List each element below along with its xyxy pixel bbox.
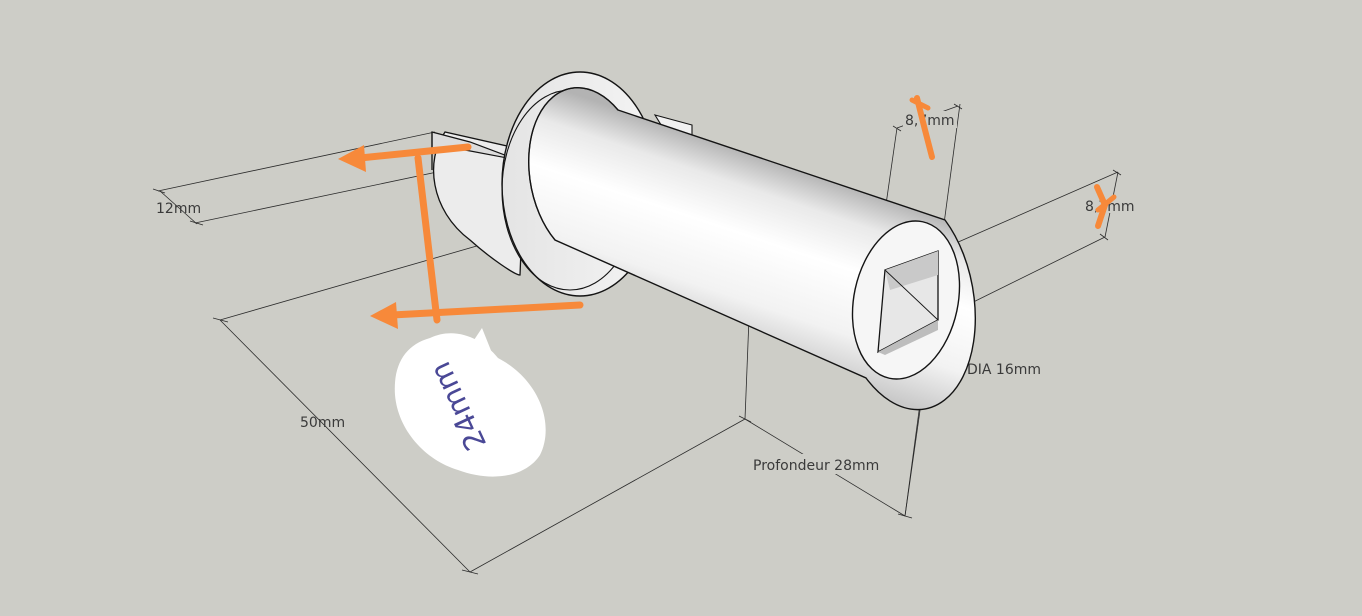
dimension-50mm: 50mm [212,221,746,575]
dim-label-depth: Profondeur 28mm [753,458,879,474]
dim-label-50mm: 50mm [300,415,345,431]
dimension-depth: Profondeur 28mm [738,103,961,519]
annotation-bubble: 24mm [394,328,546,477]
dimension-12mm: 12mm [152,131,476,226]
3d-part-model[interactable] [431,71,977,411]
dim-label-8-top: 8,7mm [905,113,955,129]
dim-label-12mm: 12mm [156,201,201,217]
dim-label-dia: DIA 16mm [967,362,1041,378]
orange-markup [338,95,1117,329]
